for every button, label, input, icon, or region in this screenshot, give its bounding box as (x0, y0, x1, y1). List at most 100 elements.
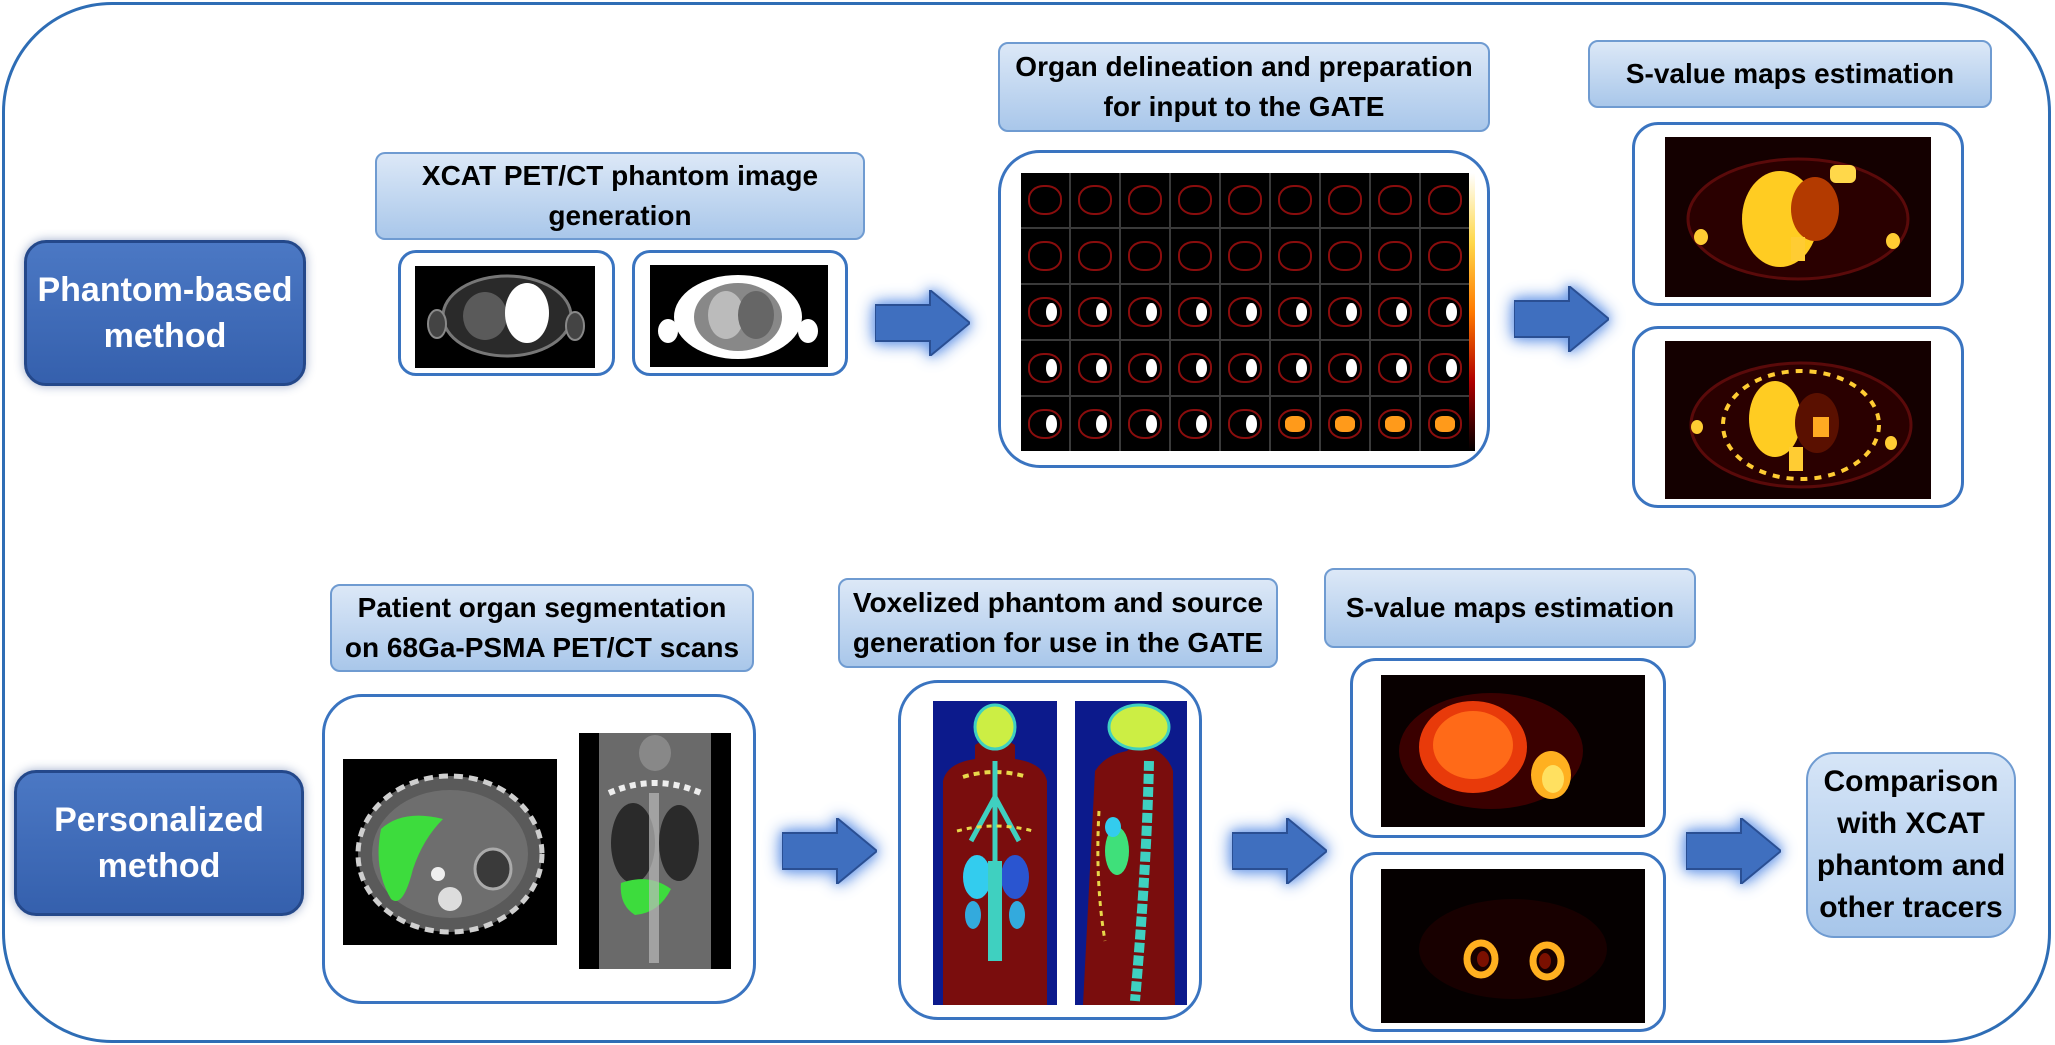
method-label-line: Personalized (54, 801, 264, 839)
slice-cell (1421, 397, 1469, 451)
comparison-box: Comparison with XCAT phantom and other t… (1806, 752, 2016, 938)
coronal-ct-svg (599, 733, 711, 969)
slice-cell (1071, 341, 1119, 395)
slice-cell (1121, 229, 1169, 283)
comparison-line: other tracers (1819, 891, 2003, 924)
voxelized-phantom-label: Voxelized phantom and source generation … (838, 578, 1278, 668)
slice-cell (1071, 397, 1119, 451)
label-line: Patient organ segmentation (357, 592, 727, 623)
slice-montage (1021, 173, 1469, 451)
slice-cell (1171, 173, 1219, 227)
xcat-activity-panel (632, 250, 848, 376)
pet-map-image-2 (1381, 869, 1645, 1023)
slice-cell (1221, 229, 1269, 283)
slice-cell (1421, 229, 1469, 283)
color-scale-bar (1469, 173, 1475, 451)
slice-cell (1121, 173, 1169, 227)
slice-cell (1421, 285, 1469, 339)
slice-cell (1021, 173, 1069, 227)
voxel-coronal-svg (943, 703, 1047, 1005)
slice-cell (1221, 341, 1269, 395)
organ-delineation-label: Organ delineation and preparation for in… (998, 42, 1490, 132)
slice-cell (1371, 173, 1419, 227)
organ-delineation-panel (998, 150, 1490, 468)
voxel-sagittal-image (1075, 701, 1187, 1005)
slice-cell (1171, 229, 1219, 283)
slice-cell (1221, 173, 1269, 227)
svalue-map-image-2 (1665, 341, 1931, 499)
slice-cell (1271, 397, 1319, 451)
label-line: for input to the GATE (1103, 91, 1385, 122)
arrow-right-icon (875, 290, 970, 356)
method-label-line: method (97, 847, 221, 885)
xcat-generation-label: XCAT PET/CT phantom image generation (375, 152, 865, 240)
slice-cell (1271, 285, 1319, 339)
slice-cell (1121, 397, 1169, 451)
label-line: on 68Ga-PSMA PET/CT scans (344, 632, 740, 663)
personalized-method-box: Personalized method (14, 770, 304, 916)
svalue-map-svg-2 (1689, 361, 1913, 489)
label-line: Organ delineation and preparation (1015, 51, 1473, 82)
slice-cell (1021, 285, 1069, 339)
pet-map-image-1 (1381, 675, 1645, 827)
comparison-line: with XCAT (1837, 807, 1985, 840)
pet-map-svg-2 (1419, 899, 1607, 999)
slice-cell (1321, 397, 1369, 451)
comparison-line: phantom and (1816, 849, 2006, 882)
label-line: S-value maps estimation (1625, 58, 1955, 89)
slice-cell (1321, 229, 1369, 283)
patient-segmentation-panel (322, 694, 756, 1004)
pet-map-panel-1 (1350, 658, 1666, 838)
arrow-right-icon (782, 818, 877, 884)
svalue-map-panel-2 (1632, 326, 1964, 508)
pet-map-svg-1 (1399, 693, 1583, 809)
label-line: Voxelized phantom and source (852, 587, 1264, 618)
label-line: generation (548, 200, 692, 231)
svalue-label-phantom: S-value maps estimation (1588, 40, 1992, 108)
svalue-map-svg-1 (1686, 157, 1910, 281)
xcat-ct-panel (398, 250, 615, 376)
slice-cell (1371, 341, 1419, 395)
slice-cell (1171, 397, 1219, 451)
label-line: XCAT PET/CT phantom image (421, 160, 819, 191)
pet-map-panel-2 (1350, 852, 1666, 1032)
voxel-coronal-image (933, 701, 1057, 1005)
slice-cell (1171, 341, 1219, 395)
patient-segmentation-label: Patient organ segmentation on 68Ga-PSMA … (330, 584, 754, 672)
method-label-line: method (103, 317, 227, 355)
slice-cell (1171, 285, 1219, 339)
label-line: S-value maps estimation (1345, 592, 1675, 623)
slice-cell (1071, 285, 1119, 339)
slice-cell (1221, 285, 1269, 339)
slice-cell (1321, 173, 1369, 227)
arrow-right-icon (1686, 818, 1781, 884)
svalue-map-panel-1 (1632, 122, 1964, 306)
comparison-line: Comparison (1823, 765, 1999, 798)
slice-cell (1021, 341, 1069, 395)
slice-cell (1421, 341, 1469, 395)
slice-cell (1121, 341, 1169, 395)
slice-cell (1321, 341, 1369, 395)
slice-cell (1271, 173, 1319, 227)
slice-cell (1421, 173, 1469, 227)
arrow-right-icon (1514, 286, 1609, 352)
arrow-right-icon (1232, 818, 1327, 884)
slice-cell (1371, 285, 1419, 339)
axial-ct-image (343, 759, 557, 945)
voxel-sagittal-svg (1083, 703, 1175, 1005)
slice-cell (1271, 229, 1319, 283)
coronal-ct-image (579, 733, 731, 969)
axial-ct-svg (355, 773, 545, 935)
xcat-activity-svg (658, 275, 818, 359)
slice-cell (1371, 229, 1419, 283)
slice-cell (1221, 397, 1269, 451)
svalue-map-image-1 (1665, 137, 1931, 297)
voxelized-phantom-panel (898, 680, 1202, 1020)
slice-cell (1121, 285, 1169, 339)
slice-cell (1071, 229, 1119, 283)
slice-cell (1021, 229, 1069, 283)
slice-cell (1021, 397, 1069, 451)
slice-cell (1321, 285, 1369, 339)
svalue-label-personalized: S-value maps estimation (1324, 568, 1696, 648)
